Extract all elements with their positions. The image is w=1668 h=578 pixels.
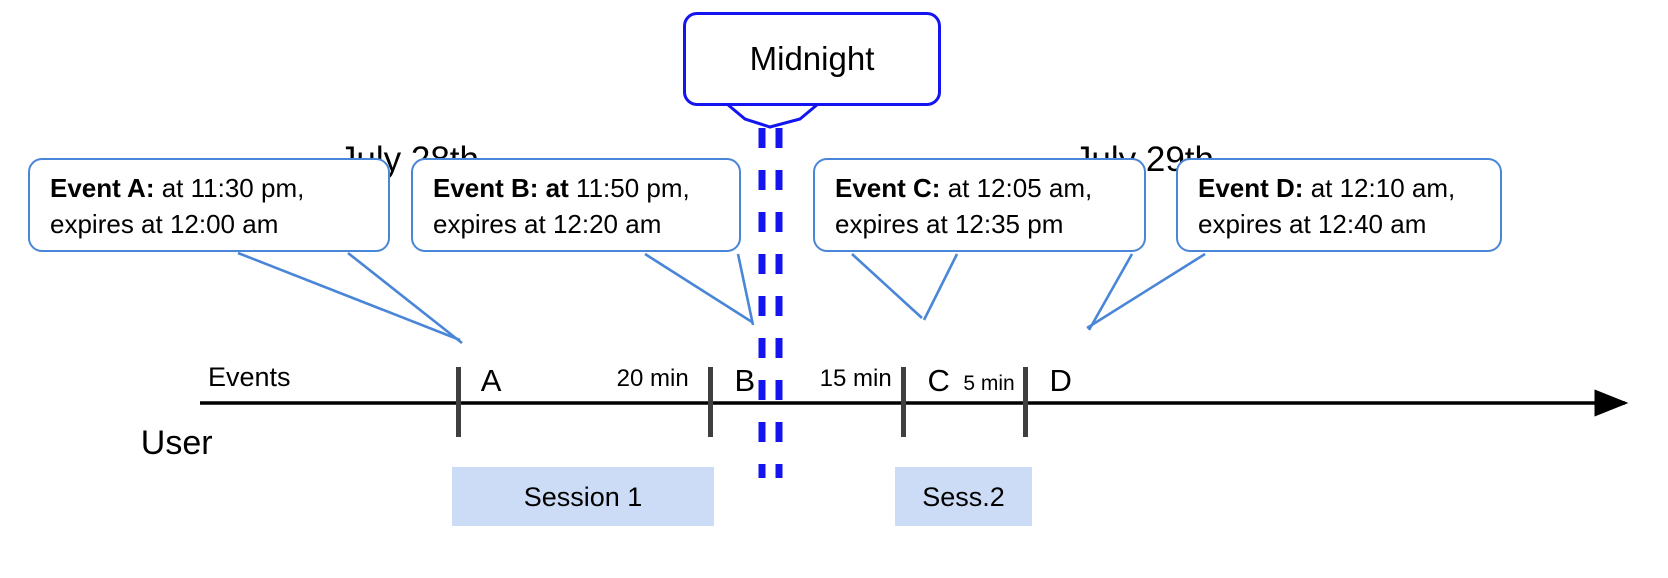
leader-line-event-b2 [736,253,755,326]
callout-event-d-line1: Event D: at 12:10 am, [1198,170,1486,206]
callout-event-d-bold: Event D: [1198,173,1304,203]
callout-event-d-rest: at 12:10 am, [1303,173,1456,203]
tick-letter-b: B [700,330,755,432]
callout-event-b-line2: expires at 12:20 am [433,209,662,239]
tick-letter-d-text: D [1049,363,1072,398]
leader-line-event-a [237,251,461,342]
gap-label-cd-text: 5 min [963,372,1015,395]
session-block-1-label: Session 1 [523,481,643,512]
callout-event-c-line2: expires at 12:35 pm [835,209,1064,239]
leader-line-event-b [644,252,753,324]
callout-event-a-bold: Event A: [50,173,155,203]
gap-label-ab-text: 20 min [616,365,689,392]
axis-row-label-user-text: User [140,424,213,462]
leader-line-event-a2 [347,251,463,345]
session-block-2-label: Sess.2 [922,481,1005,512]
axis-row-label-user: User [103,386,213,500]
tick-mark-b [708,367,713,437]
tick-letter-d: D [1015,330,1072,432]
gap-label-cd: 5 min [940,345,1015,423]
callout-event-b-rest: 11:50 pm, [568,173,690,203]
callout-event-d-line2: expires at 12:40 am [1198,209,1427,239]
callout-event-b-bold: Event B: at [433,173,569,203]
callout-event-c-line1: Event C: at 12:05 am, [835,170,1130,206]
tick-letter-a-text: A [480,363,502,398]
leader-line-event-c [851,253,923,319]
midnight-callout-tail [726,102,819,129]
events-row-label: Events [178,332,291,422]
callout-event-c-rest: at 12:05 am, [940,173,1093,203]
callout-event-a: Event A: at 11:30 pm, expires at 12:00 a… [28,158,390,252]
callout-event-c-bold: Event C: [835,173,941,203]
session-block-1: Session 1 [452,467,714,526]
callout-event-a-rest: at 11:30 pm, [154,173,305,203]
callout-event-d: Event D: at 12:10 am, expires at 12:40 a… [1176,158,1502,252]
events-row-label-text: Events [208,362,291,392]
callout-event-b-line1: Event B: at 11:50 pm, [433,170,725,206]
tick-letter-b-text: B [734,363,756,398]
session-block-2: Sess.2 [895,467,1032,526]
gap-label-bc-text: 15 min [819,365,892,392]
callout-event-c: Event C: at 12:05 am, expires at 12:35 p… [813,158,1146,252]
leader-line-event-d [1086,252,1206,330]
callout-event-a-line1: Event A: at 11:30 pm, [50,170,374,206]
tick-letter-a: A [448,330,502,432]
tick-mark-d [1023,367,1028,437]
tick-letter-c-text: C [927,363,950,398]
gap-label-ab: 20 min [590,340,689,418]
tick-mark-c [901,367,906,437]
callout-event-a-line2: expires at 12:00 am [50,209,279,239]
leader-line-event-c2 [922,253,959,321]
midnight-label: Midnight [749,40,875,77]
tick-mark-a [456,367,461,437]
leader-line-event-d2 [1087,253,1134,331]
midnight-callout-box: Midnight [683,12,941,106]
callout-event-b: Event B: at 11:50 pm, expires at 12:20 a… [411,158,741,252]
gap-label-bc: 15 min [793,340,892,418]
tick-letter-c: C [893,330,950,432]
